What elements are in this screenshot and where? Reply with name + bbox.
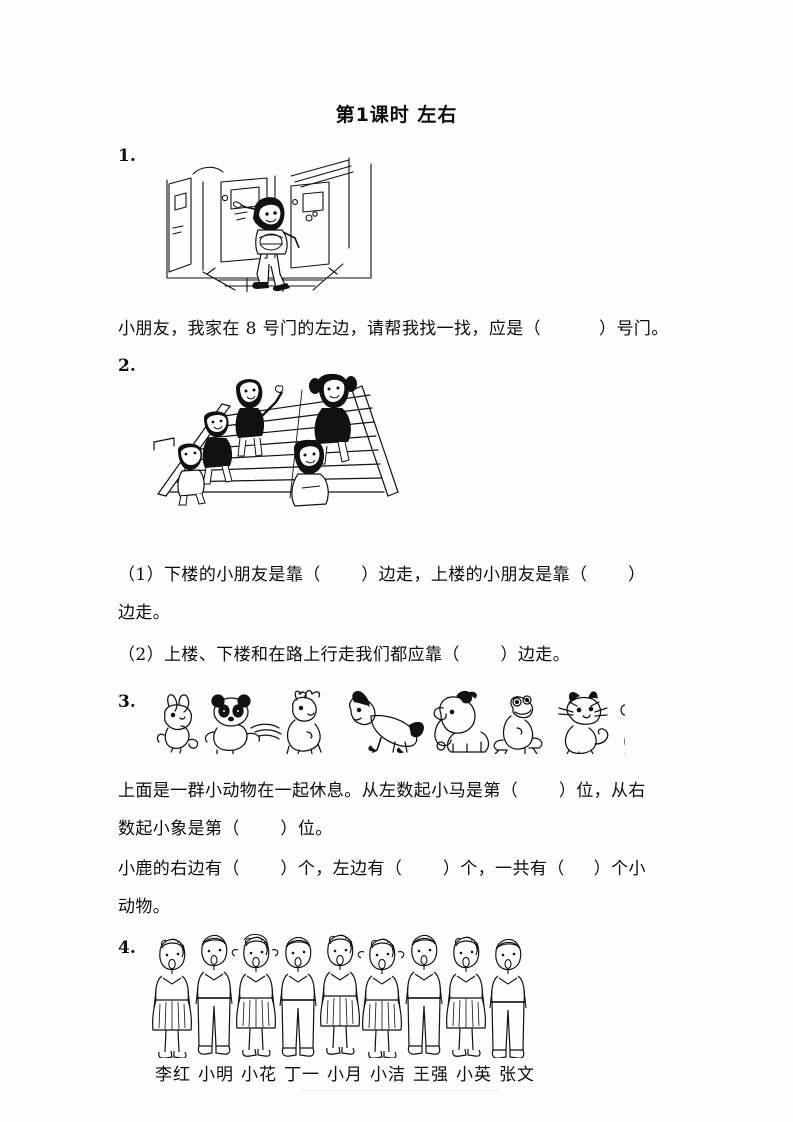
question-2-line-1: （1）下楼的小朋友是靠（ ）边走，上楼的小朋友是靠（ ）: [118, 565, 646, 585]
child-name-7: 王强: [413, 1065, 449, 1085]
child-name-4: 丁一: [284, 1065, 320, 1085]
question-number-3: 3.: [118, 692, 136, 712]
question-number-4: 4.: [118, 938, 136, 958]
animals-row-illustration: [155, 688, 625, 754]
child-name-3: 小花: [241, 1065, 277, 1085]
question-number-1: 1.: [118, 146, 136, 166]
question-3-line-3: 小鹿的右边有（ ）个，左边有（ ）个，一共有（ ）个小: [118, 859, 646, 879]
hallway-doors-child-illustration: [163, 152, 375, 292]
child-name-2: 小明: [198, 1065, 234, 1085]
question-2-line-3: （2）上楼、下楼和在路上行走我们都应靠（ ）边走。: [118, 645, 571, 665]
question-2-line-2: 边走。: [118, 603, 171, 623]
question-1-text: 小朋友，我家在 8 号门的左边，请帮我找一找，应是（ ）号门。: [118, 319, 669, 339]
question-3-line-1: 上面是一群小动物在一起休息。从左数起小马是第（ ）位，从右: [118, 781, 646, 801]
question-3-line-4: 动物。: [118, 897, 171, 917]
children-names-row: 李红小明小花丁一小月小洁王强小英张文: [155, 1060, 535, 1085]
page-title: 第1课时 左右: [335, 104, 458, 126]
staircase-children-illustration: [152, 372, 402, 507]
child-name-6: 小洁: [370, 1065, 406, 1085]
child-name-5: 小月: [327, 1065, 363, 1085]
child-name-9: 张文: [499, 1065, 535, 1085]
child-name-8: 小英: [456, 1065, 492, 1085]
scan-artifact-line: [300, 1090, 500, 1091]
question-3-line-2: 数起小象是第（ ）位。: [118, 819, 333, 839]
question-number-2: 2.: [118, 356, 136, 376]
children-row-illustration: [152, 930, 542, 1058]
child-name-1: 李红: [155, 1065, 191, 1085]
